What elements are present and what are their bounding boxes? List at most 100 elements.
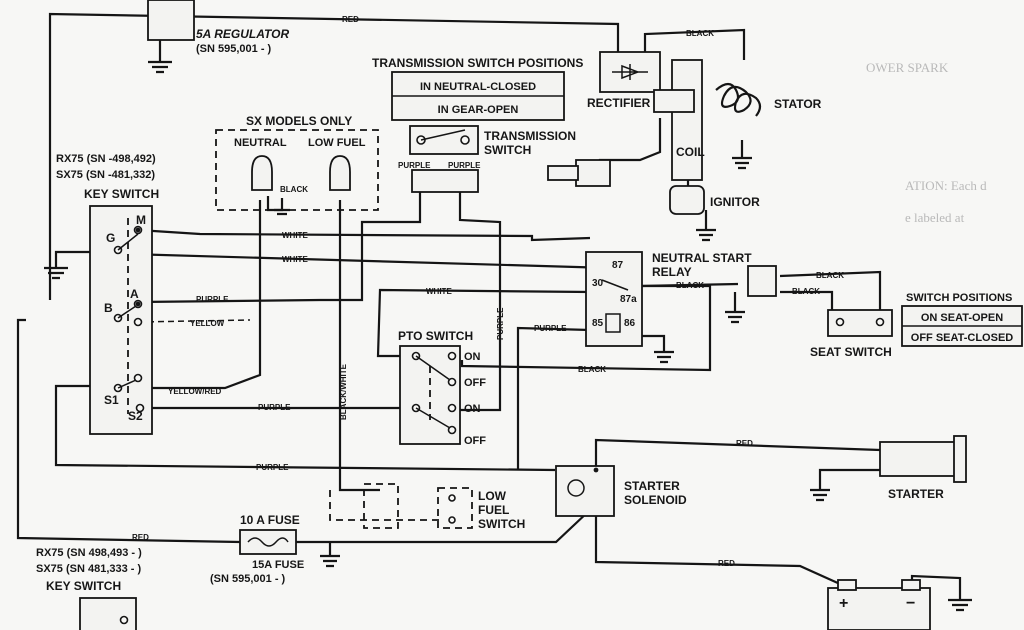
wire-label-white-2: WHITE: [282, 255, 308, 264]
wire-label-red-2: RED: [132, 533, 149, 542]
pto-switch-title: PTO SWITCH: [398, 329, 473, 343]
relay-pin-87: 87: [612, 260, 624, 271]
stator-coil-icon: [715, 82, 762, 117]
key-term-a: A: [130, 287, 139, 301]
wire-label-red-3: RED: [736, 439, 753, 448]
wire-red-starter: [594, 438, 881, 470]
wire-label-purple-b: PURPLE: [448, 161, 481, 170]
trans-pos-row-1: IN NEUTRAL-CLOSED: [420, 81, 536, 93]
regulator-sn: (SN 595,001 - ): [196, 43, 272, 55]
sx-low-fuel-label: LOW FUEL: [308, 137, 366, 149]
wire-yellow: [137, 319, 251, 323]
rx75-sn-bottom: RX75 (SN 498,493 - ): [36, 547, 142, 559]
stator-label: STATOR: [774, 97, 822, 111]
wire-label-white-3: WHITE: [426, 287, 452, 296]
sx75-sn-bottom: SX75 (SN 481,333 - ): [36, 563, 142, 575]
wire-white-pto: [376, 288, 591, 358]
relay-label-2: RELAY: [652, 265, 692, 279]
starter-body: [879, 441, 957, 477]
wire-label-purple-4: PURPLE: [534, 324, 567, 333]
trans-pos-row-2: IN GEAR-OPEN: [438, 104, 519, 116]
low-fuel-switch-label-3: SWITCH: [478, 517, 525, 531]
relay-label-1: NEUTRAL START: [652, 251, 752, 265]
neutral-lamp-icon: [251, 155, 273, 191]
stator-ground-symbol: [732, 156, 752, 170]
battery-neg-post: [901, 579, 921, 591]
ignitor-body: [669, 185, 705, 215]
bg-text-3: e labeled at: [905, 210, 965, 225]
wire-label-black-2: BLACK: [676, 281, 704, 290]
key-term-s1: S1: [104, 393, 119, 407]
transmission-switch-plug: [411, 169, 479, 193]
ignitor-label: IGNITOR: [710, 195, 760, 209]
coil-plug: [653, 89, 695, 113]
wire-label-purple-3: PURPLE: [256, 463, 289, 472]
starter-label: STARTER: [888, 487, 944, 501]
key-switch-title: KEY SWITCH: [84, 187, 159, 201]
coil-body: [671, 59, 703, 181]
regulator-label: 5A REGULATOR: [196, 27, 289, 41]
seat-pos-row-2: OFF SEAT-CLOSED: [911, 332, 1014, 344]
transmission-switch-label-1: TRANSMISSION: [484, 129, 576, 143]
bg-text-1: OWER SPARK: [866, 60, 949, 75]
wire-red-top: [48, 12, 620, 300]
starter-ground-symbol: [810, 488, 830, 502]
key-term-g: G: [106, 231, 115, 245]
wire-label-black-sx: BLACK: [280, 185, 308, 194]
seat-connector: [747, 265, 777, 297]
ignitor-ground-symbol: [696, 228, 716, 242]
pto-pos-4: OFF: [464, 435, 486, 447]
starter-gear: [953, 435, 967, 483]
wire-label-black-3: BLACK: [816, 271, 844, 280]
wire-purple-relay: [516, 326, 591, 470]
trans-positions-title: TRANSMISSION SWITCH POSITIONS: [372, 56, 583, 70]
spark-plug-boot: [575, 159, 611, 187]
battery-minus: −: [906, 595, 915, 612]
regulator-ground-symbol: [148, 60, 172, 74]
key-term-m: M: [136, 213, 146, 227]
wire-label-purple-2: PURPLE: [258, 403, 291, 412]
low-fuel-switch-body: [437, 487, 473, 529]
relay-pin-86: 86: [624, 318, 636, 329]
key-term-b: B: [104, 301, 113, 315]
wire-purple-1: [137, 170, 422, 304]
wire-red-left: [16, 318, 241, 544]
wire-white-2: [127, 252, 611, 270]
pto-pos-1: ON: [464, 351, 481, 363]
wire-label-purple-1: PURPLE: [196, 295, 229, 304]
wire-coil: [620, 118, 662, 162]
fuse-ground-symbol: [320, 554, 340, 568]
key-switch-bottom-title: KEY SWITCH: [46, 579, 121, 593]
wire-label-black-white: BLACK/WHITE: [339, 363, 348, 420]
battery-body: [827, 587, 931, 630]
wire-fuel-dashed: [329, 490, 440, 521]
seat-ground-symbol: [725, 310, 745, 324]
starter-solenoid-label-1: STARTER: [624, 479, 680, 493]
low-fuel-lamp-icon: [329, 155, 351, 191]
sx-neutral-label: NEUTRAL: [234, 137, 287, 149]
diode-icon: [612, 64, 648, 80]
wire-relay-ground: [640, 334, 666, 352]
wire-label-red-1: RED: [342, 15, 359, 24]
fuse-icon: [247, 537, 289, 547]
transmission-switch-label-2: SWITCH: [484, 143, 531, 157]
wire-starter-ground: [818, 468, 880, 490]
wire-red-battery: [594, 510, 841, 586]
relay-ground-symbol: [654, 350, 674, 364]
fuse-sn-label: (SN 595,001 - ): [210, 573, 286, 585]
relay-pin-87a: 87a: [620, 294, 637, 305]
key-term-s2: S2: [128, 409, 143, 423]
wire-red-fuse: [296, 509, 591, 544]
seat-pos-row-1: ON SEAT-OPEN: [921, 312, 1003, 324]
starter-solenoid-label-2: SOLENOID: [624, 493, 687, 507]
low-fuel-switch-label-1: LOW: [478, 489, 507, 503]
wire-sx-black: [266, 196, 284, 212]
wire-label-yellow: YELLOW: [190, 319, 225, 328]
fuse-body: [239, 529, 297, 555]
switch-positions-title: SWITCH POSITIONS: [906, 292, 1012, 304]
coil-label: COIL: [676, 145, 705, 159]
wire-label-black-4: BLACK: [792, 287, 820, 296]
key-ground-symbol: [44, 266, 68, 280]
